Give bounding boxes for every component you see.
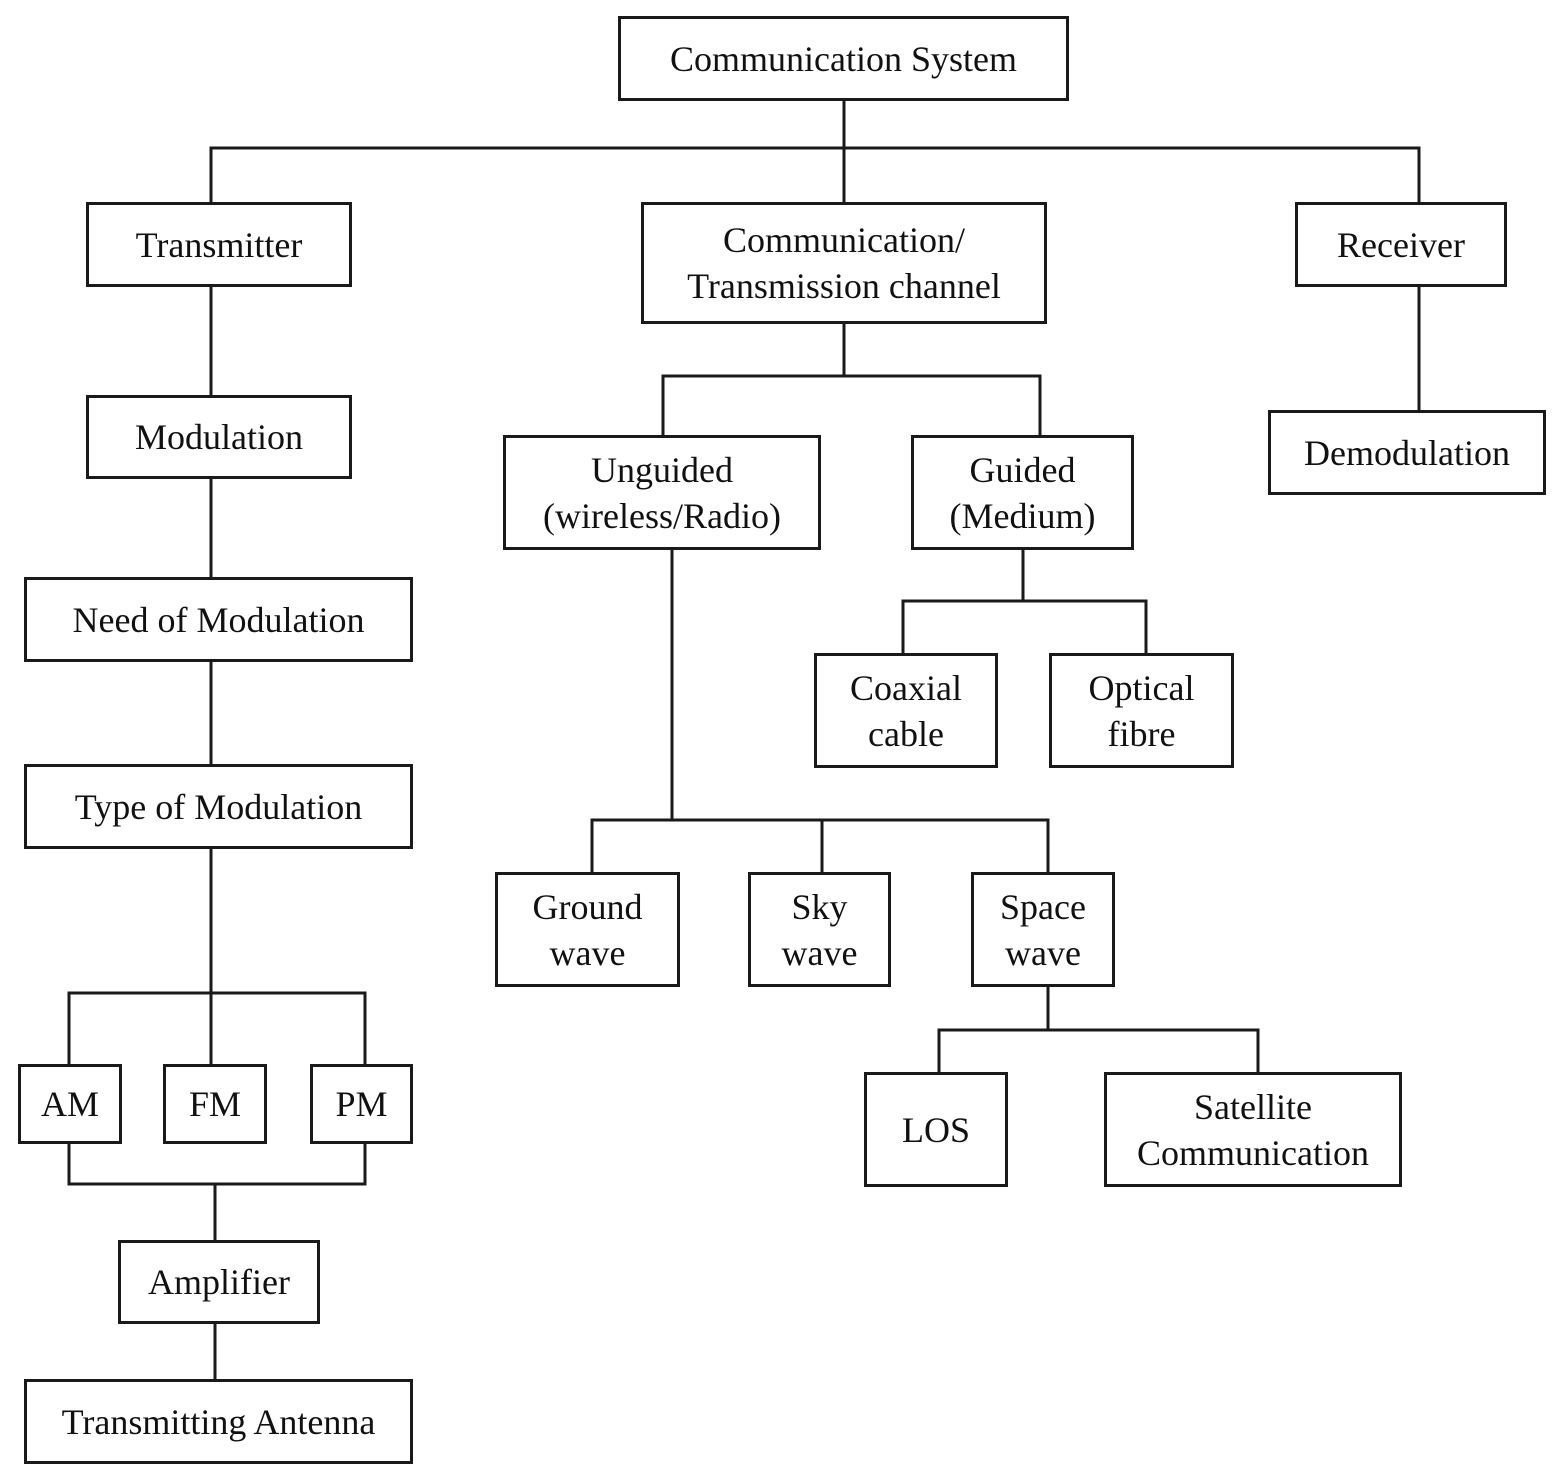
node-label-line: Type of Modulation bbox=[74, 786, 363, 827]
node-space-wave: Space wave bbox=[971, 872, 1115, 987]
node-label-line: Coaxial bbox=[850, 667, 962, 708]
node-communication-system: Communication System bbox=[618, 16, 1069, 101]
node-pm: PM bbox=[310, 1064, 413, 1144]
node-label-line: wave bbox=[781, 932, 858, 973]
node-modulation: Modulation bbox=[86, 395, 352, 479]
node-label-line: Modulation bbox=[135, 417, 303, 457]
node-label-line: Satellite bbox=[1194, 1086, 1312, 1127]
node-label-line: AM bbox=[40, 1084, 99, 1124]
node-unguided: Unguided (wireless/Radio) bbox=[503, 435, 821, 550]
node-label-line: Unguided bbox=[591, 449, 733, 490]
node-amplifier: Amplifier bbox=[118, 1240, 320, 1324]
node-need-of-modulation: Need of Modulation bbox=[24, 577, 413, 662]
node-label-line: PM bbox=[335, 1084, 388, 1124]
node-label-line: Sky bbox=[791, 886, 848, 927]
node-fm: FM bbox=[163, 1064, 267, 1144]
node-label-line: Communication System bbox=[670, 38, 1017, 79]
node-label-line: Receiver bbox=[1337, 224, 1465, 265]
node-label-line: wave bbox=[549, 932, 626, 973]
node-am: AM bbox=[18, 1064, 122, 1144]
node-label-line: Communication/ bbox=[723, 220, 965, 260]
node-label-line: wave bbox=[1005, 932, 1081, 973]
node-demodulation: Demodulation bbox=[1268, 410, 1546, 495]
node-label-line: FM bbox=[188, 1084, 242, 1124]
node-receiver: Receiver bbox=[1295, 202, 1507, 287]
node-optical-fibre: Optical fibre bbox=[1049, 653, 1234, 768]
node-los: LOS bbox=[864, 1072, 1008, 1187]
node-label-line: (wireless/Radio) bbox=[543, 495, 781, 536]
node-label-line: Transmission channel bbox=[687, 266, 1001, 306]
node-label-line: Amplifier bbox=[148, 1262, 290, 1302]
node-label-line: Space bbox=[1000, 886, 1086, 927]
node-label-line: Ground bbox=[532, 886, 643, 927]
node-ground-wave: Ground wave bbox=[495, 872, 680, 987]
node-coaxial-cable: Coaxial cable bbox=[814, 653, 998, 768]
node-label-line: Need of Modulation bbox=[72, 599, 365, 640]
node-transmitting-antenna: Transmitting Antenna bbox=[24, 1379, 413, 1464]
node-label-line: Demodulation bbox=[1304, 432, 1510, 473]
node-transmission-channel: Communication/Transmission channel bbox=[641, 202, 1047, 324]
node-label-line: Transmitting Antenna bbox=[61, 1401, 376, 1442]
node-sky-wave: Sky wave bbox=[748, 872, 891, 987]
node-label-line: fibre bbox=[1107, 713, 1176, 754]
node-label-line: Communication bbox=[1137, 1132, 1369, 1173]
node-label-line: cable bbox=[868, 713, 944, 754]
node-label-line: Guided bbox=[969, 449, 1076, 490]
node-guided: Guided (Medium) bbox=[911, 435, 1134, 550]
node-label-line: Optical bbox=[1088, 667, 1195, 708]
node-type-of-modulation: Type of Modulation bbox=[24, 764, 413, 849]
node-label-line: LOS bbox=[901, 1109, 970, 1150]
node-transmitter: Transmitter bbox=[86, 202, 352, 287]
node-label-line: Transmitter bbox=[135, 224, 303, 265]
node-label-line: (Medium) bbox=[949, 495, 1096, 536]
